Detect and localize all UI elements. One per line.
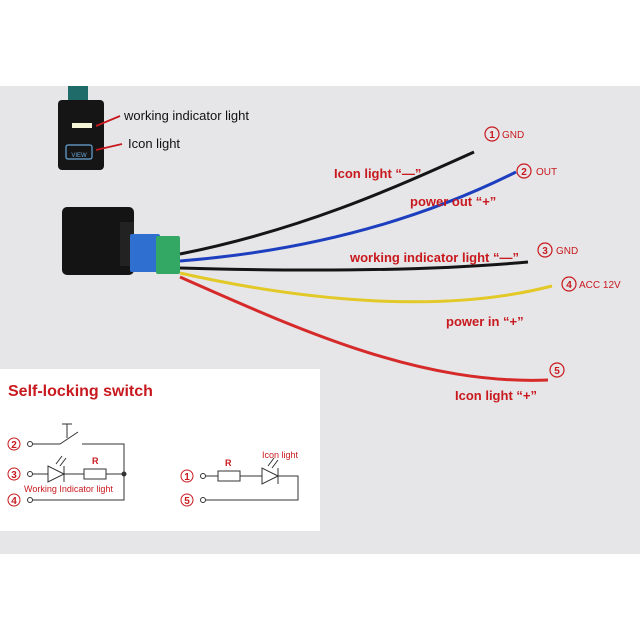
sch-working-indicator-label: Working Indicator light — [24, 484, 113, 494]
right-schematic: 1 5 R Icon light — [180, 450, 299, 507]
inset-working-indicator-label: working indicator light — [123, 108, 249, 123]
wire-black-1 — [179, 150, 475, 256]
sch-left-pin-2: 2 — [11, 440, 17, 451]
label-icon-light-minus: Icon light “—” — [334, 166, 421, 181]
pin-4: 4 ACC 12V — [561, 276, 621, 292]
schematic-title: Self-locking switch — [8, 383, 153, 400]
wiring-photo: VIEW working indicator light Icon light … — [0, 86, 640, 554]
label-power-out-plus: power out “+” — [410, 194, 496, 209]
pin-3-number: 3 — [542, 246, 548, 257]
pin-2-label: OUT — [536, 167, 557, 178]
sch-left-pin-4: 4 — [11, 496, 17, 507]
sch-right-pin-5: 5 — [184, 496, 190, 507]
pin-4-number: 4 — [566, 280, 572, 291]
schematic-panel — [0, 369, 320, 531]
wire-red — [179, 275, 549, 382]
switch-body — [62, 207, 180, 275]
pin-1: 1 GND — [484, 126, 524, 142]
sch-right-pin-1: 1 — [184, 472, 190, 483]
wire-black-2 — [179, 260, 529, 272]
pin-3-label: GND — [556, 246, 578, 257]
arrow-icon-light — [95, 143, 123, 151]
pin-3: 3 GND — [537, 242, 578, 258]
switch-face-inset: VIEW — [58, 86, 104, 170]
pin-1-number: 1 — [489, 130, 495, 141]
pin-2-number: 2 — [521, 167, 527, 178]
sch-left-pin-3: 3 — [11, 470, 17, 481]
inset-icon-light-label: Icon light — [128, 136, 180, 151]
label-icon-light-plus: Icon light “+” — [455, 388, 537, 403]
wire-blue — [179, 170, 517, 263]
wire-yellow — [179, 271, 553, 304]
pin-1-label: GND — [502, 130, 524, 141]
left-schematic: 2 3 4 R Working Indicator light — [7, 423, 127, 507]
label-working-indicator-minus: working indicator light “—” — [349, 250, 519, 265]
pin-2: 2 OUT — [516, 163, 557, 179]
sch-left-resistor: R — [92, 456, 99, 466]
label-power-in-plus: power in “+” — [446, 314, 524, 329]
sch-icon-light-label: Icon light — [262, 450, 299, 460]
pin-5-number: 5 — [554, 366, 560, 377]
pin-4-label: ACC 12V — [579, 280, 621, 291]
arrow-working-indicator — [95, 115, 121, 127]
sch-right-resistor: R — [225, 458, 232, 468]
pin-5: 5 — [549, 362, 565, 378]
switch-face-text: VIEW — [71, 153, 87, 159]
